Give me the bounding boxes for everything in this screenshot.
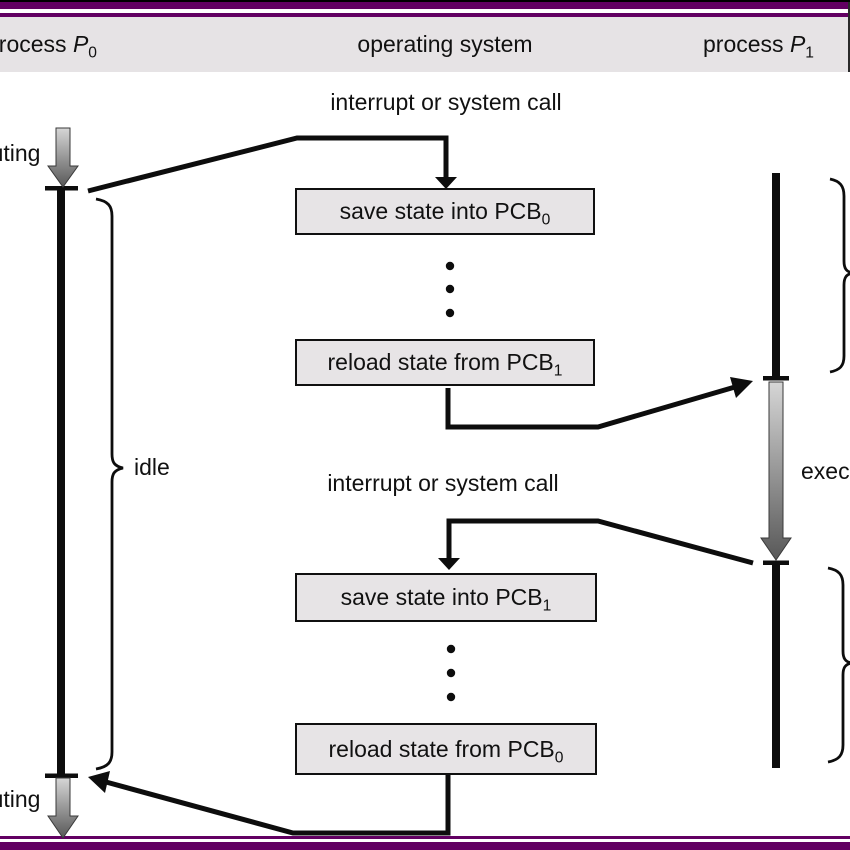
p1-timeline-bar-lower — [772, 565, 780, 768]
executing-arrow-p0-bottom — [47, 777, 79, 839]
header-p1-symbol: P — [789, 31, 806, 57]
top-purple-rule — [0, 13, 850, 17]
dispatch-to-p1-arrowhead — [730, 377, 753, 398]
dispatch-to-p1-connector — [445, 384, 736, 430]
ellipsis-dot — [446, 692, 456, 702]
p1-upper-brace — [829, 177, 850, 374]
box-text: reload state from PCB — [328, 735, 555, 762]
p1-tick-bottom — [763, 560, 789, 565]
box-subscript: 0 — [554, 749, 564, 767]
ellipsis-dot — [445, 261, 455, 271]
p0-tick-bottom — [45, 773, 78, 778]
header-process-p0: process P0 — [0, 31, 97, 61]
executing-label-p0-bottom: executing — [0, 786, 41, 812]
box-subscript: 0 — [541, 211, 551, 229]
header-p0-symbol: P — [72, 31, 89, 57]
executing-arrow-p0-top — [47, 127, 79, 188]
ellipsis-dot — [446, 644, 456, 654]
interrupt1-arrowhead — [435, 177, 457, 189]
right-edge-line — [848, 2, 850, 72]
executing-arrow-p1 — [760, 381, 792, 561]
top-purple-band — [0, 2, 850, 9]
bottom-purple-band — [0, 842, 850, 850]
header-p1-text: process — [703, 31, 790, 57]
box-save-state-pcb0: save state into PCB0 — [295, 188, 595, 235]
header-operating-system: operating system — [357, 31, 533, 57]
idle-label: idle — [134, 454, 170, 480]
ellipsis-dot — [446, 668, 456, 678]
box-text: save state into PCB — [340, 584, 543, 610]
p1-timeline-bar-upper — [772, 173, 780, 378]
ellipsis-dot — [445, 284, 455, 294]
interrupt2-connector — [446, 518, 754, 566]
bottom-purple-rule — [0, 836, 850, 839]
interrupt-label-bottom: interrupt or system call — [327, 470, 559, 496]
interrupt-label-top: interrupt or system call — [330, 89, 562, 115]
box-text: save state into PCB — [339, 198, 542, 224]
p0-tick-top — [45, 186, 78, 191]
box-reload-state-pcb1: reload state from PCB1 — [295, 339, 595, 386]
header-p0-text: process — [0, 31, 67, 57]
executing-label-p0-top: executing — [0, 140, 41, 166]
header-process-p1: process P1 — [703, 31, 814, 61]
dispatch-to-p0-connector — [105, 773, 451, 836]
box-reload-state-pcb0: reload state from PCB0 — [295, 723, 597, 775]
idle-brace — [95, 197, 124, 771]
header-p1-subscript: 1 — [805, 44, 814, 62]
executing-label-p1: executing — [801, 458, 850, 484]
interrupt1-connector — [87, 135, 449, 194]
header-band — [0, 17, 850, 72]
box-subscript: 1 — [542, 597, 552, 615]
box-text: reload state from PCB — [327, 349, 554, 375]
ellipsis-dot — [445, 308, 455, 318]
box-subscript: 1 — [553, 362, 563, 380]
p1-lower-brace — [827, 566, 850, 764]
top-black-edge — [0, 0, 850, 2]
header-p0-subscript: 0 — [88, 44, 97, 62]
dispatch-to-p0-arrowhead — [88, 771, 110, 793]
interrupt2-arrowhead — [438, 558, 460, 570]
p1-tick-top — [763, 376, 789, 381]
p0-timeline-bar — [57, 190, 65, 776]
box-save-state-pcb1: save state into PCB1 — [295, 573, 597, 622]
